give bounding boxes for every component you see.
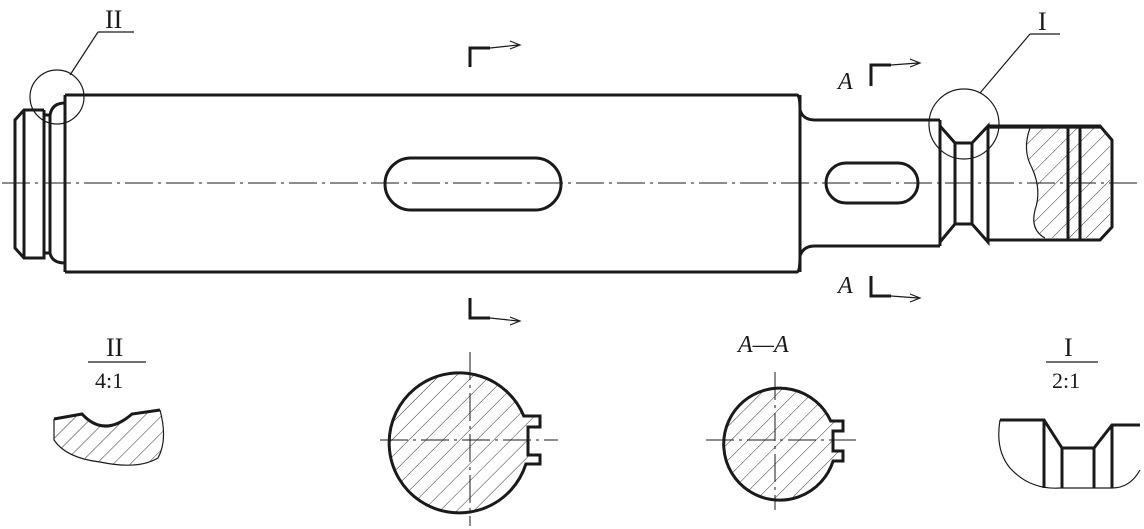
- detail-label-ii: II: [105, 5, 122, 34]
- section-title: A—A: [736, 332, 789, 358]
- cut-marker-top-left: [468, 46, 490, 67]
- detail-ii-break: [53, 409, 165, 466]
- undercut-groove: [938, 120, 1114, 246]
- detail-view-i: I 2:1: [998, 333, 1141, 489]
- section-letter-bottom: A: [836, 273, 853, 299]
- section-keyway-outline: [387, 371, 542, 515]
- cut-arrow-bottom-left: [489, 316, 522, 326]
- detail-circle-ii: [29, 69, 85, 125]
- section-view-a-a: A—A: [706, 332, 856, 510]
- left-end-outline: [13, 95, 67, 272]
- detail-ii-scale: 4:1: [95, 368, 123, 393]
- detail-ii-hatched: [54, 410, 164, 466]
- detail-i-scale: 2:1: [1052, 368, 1080, 393]
- detail-circle-i: [928, 88, 1000, 160]
- section-view-keyway: [380, 352, 558, 526]
- keyway-slot-main: [383, 156, 563, 212]
- cut-marker-bottom-left: [468, 298, 490, 320]
- shaft-main-view: [2, 93, 1140, 274]
- cut-arrow-top-left: [489, 40, 522, 50]
- leader-i: [979, 33, 1031, 94]
- cut-arrow-top-a: [890, 58, 922, 68]
- leader-ii: [69, 31, 99, 76]
- detail-i-groove: [1042, 420, 1114, 488]
- cut-arrow-bottom-a: [890, 293, 922, 303]
- cut-marker-top-a: [869, 63, 891, 86]
- keyway-slot-small: [824, 161, 920, 205]
- detail-view-ii: II 4:1: [53, 333, 165, 466]
- detail-i-name: I: [1064, 333, 1073, 362]
- section-letter-top: A: [836, 69, 853, 95]
- section-a-outline: [722, 386, 845, 502]
- detail-i-profile: [1000, 418, 1140, 450]
- detail-ii-outline: [53, 408, 161, 428]
- section-markers: A A: [468, 40, 922, 326]
- detail-i-break: [998, 419, 1141, 489]
- detail-label-i: I: [1038, 7, 1047, 36]
- thread-broken-section: [1026, 128, 1110, 238]
- detail-markers: II I: [29, 5, 1060, 160]
- break-line: [1025, 127, 1046, 239]
- detail-ii-name: II: [106, 333, 123, 362]
- cut-marker-bottom-a: [869, 276, 891, 298]
